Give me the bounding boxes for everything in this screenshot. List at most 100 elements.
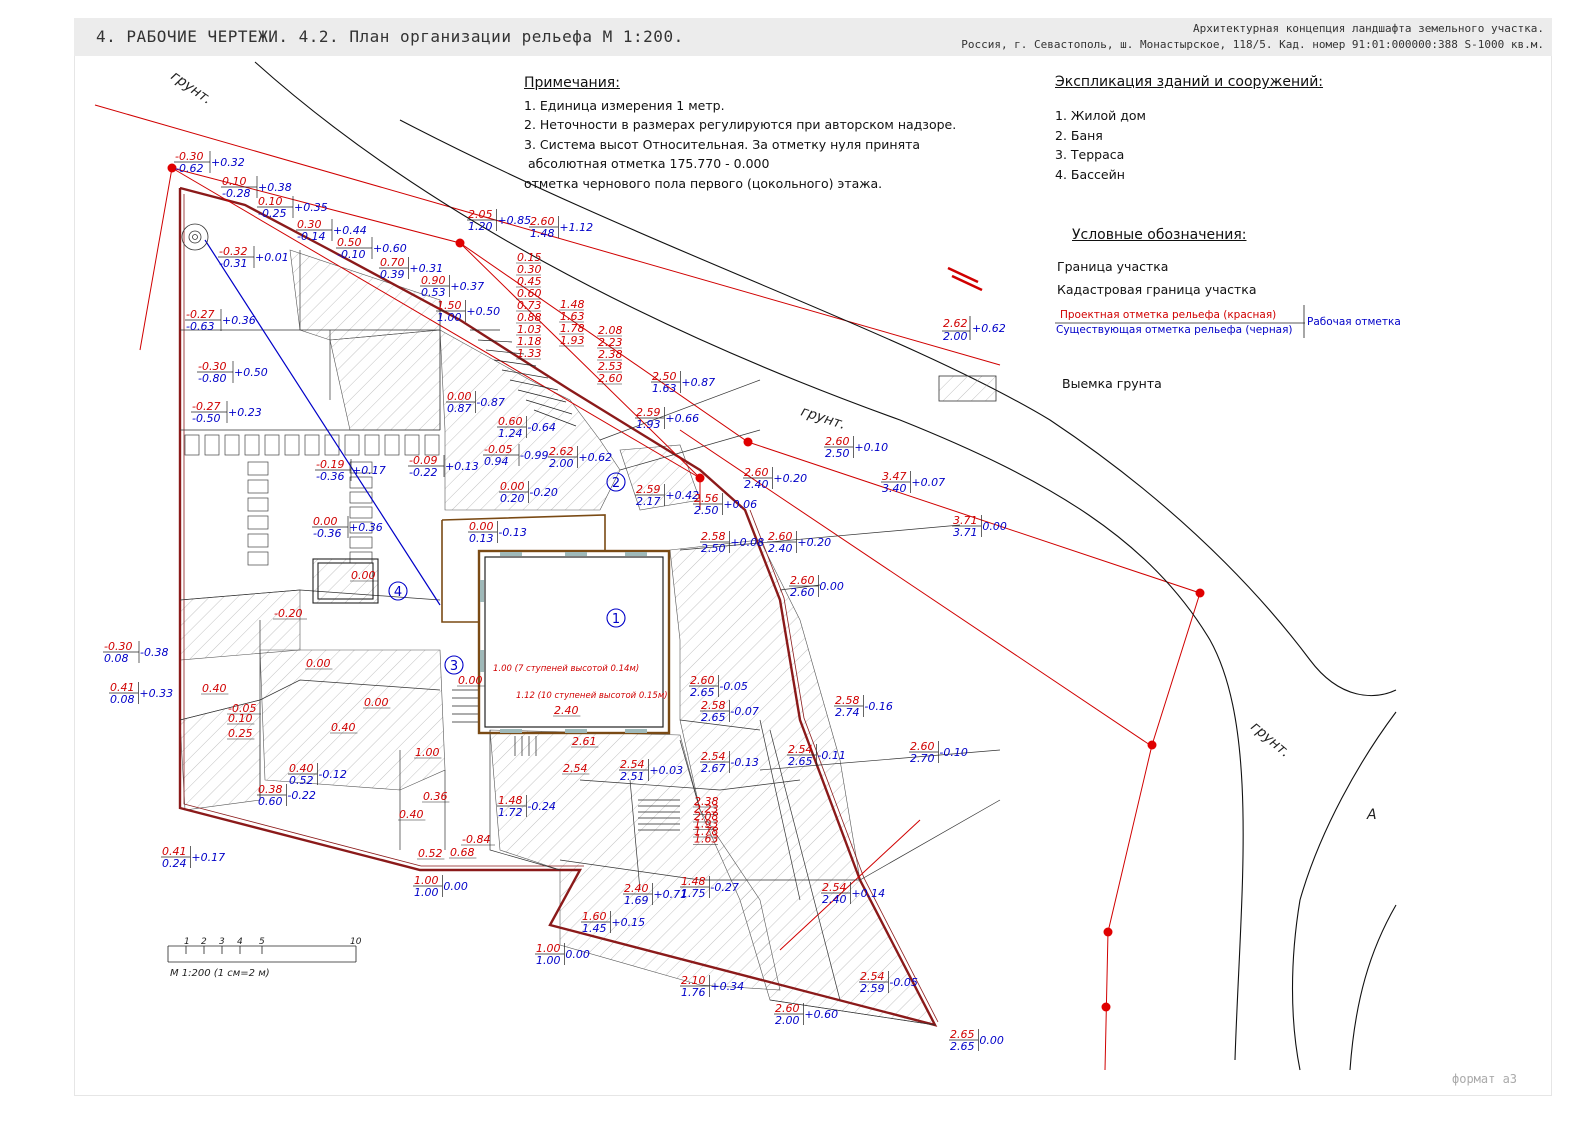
design-elevation: 0.00 xyxy=(447,390,472,403)
elevation-mark: 2.542.65-0.11 xyxy=(787,743,846,768)
elevation-mark: -0.32-0.31+0.01 xyxy=(218,245,289,270)
elevation-mark: 2.401.69+0.71 xyxy=(623,882,687,907)
work-elevation: +0.10 xyxy=(854,441,888,454)
existing-elevation: -0.31 xyxy=(219,257,247,270)
work-elevation: +0.33 xyxy=(139,687,173,700)
stair-elevation: 2.23 xyxy=(694,803,719,816)
existing-elevation: -0.10 xyxy=(337,248,365,261)
paving-tile xyxy=(344,434,360,456)
paving-tile xyxy=(264,434,280,456)
work-elevation: +0.38 xyxy=(258,181,292,194)
site-boundary xyxy=(178,186,939,1027)
design-elevation: -0.30 xyxy=(198,360,226,373)
design-elevation: 0.68 xyxy=(450,846,475,859)
design-elevation: 2.59 xyxy=(636,483,661,496)
work-elevation: +0.50 xyxy=(234,366,268,379)
elevation-mark: -0.300.08-0.38 xyxy=(103,640,168,665)
design-elevation: 1.48 xyxy=(498,794,523,807)
stair-elevation: 0.88 xyxy=(517,311,542,324)
work-elevation: -0.13 xyxy=(498,526,526,539)
scale-bar xyxy=(167,945,357,963)
paving-tile xyxy=(247,497,269,512)
design-elevation: 2.54 xyxy=(860,970,885,983)
work-elevation: -0.22 xyxy=(287,789,315,802)
legend-cadastral-symbol xyxy=(951,274,983,292)
format-label: формат а3 xyxy=(1452,1072,1518,1086)
work-elevation: 0.00 xyxy=(979,1034,1004,1047)
existing-elevation: 1.48 xyxy=(530,227,555,240)
existing-elevation: 0.08 xyxy=(104,652,129,665)
stair-marks: 0.150.300.450.600.730.881.031.181.331.48… xyxy=(516,251,719,846)
work-elevation: -0.13 xyxy=(730,756,758,769)
paving-tile xyxy=(349,506,373,519)
work-elevation: +0.07 xyxy=(911,476,945,489)
paving-tile xyxy=(247,515,269,530)
elevation-mark: 0.000.20-0.20 xyxy=(499,480,558,505)
paving-tiles xyxy=(184,434,440,566)
excavation-zone xyxy=(179,589,301,661)
design-elevation: 0.25 xyxy=(228,727,253,740)
stair-elevation: 0.60 xyxy=(517,287,542,300)
elevation-mark: -0.30-0.80+0.50 xyxy=(197,360,268,385)
design-elevation: -0.27 xyxy=(186,308,214,321)
legend-boundary-label: Граница участка xyxy=(1057,259,1169,274)
explication-block: Экспликация зданий и сооружений: 1. Жило… xyxy=(1055,74,1323,184)
work-elevation: +0.71 xyxy=(653,888,687,901)
explication-item: 3. Терраса xyxy=(1055,147,1125,162)
stair-elevation: 0.30 xyxy=(517,263,542,276)
stair-elevation: 0.15 xyxy=(517,251,542,264)
work-elevation: -0.12 xyxy=(318,768,346,781)
work-elevation: +0.36 xyxy=(349,521,383,534)
legend-excavation-swatch xyxy=(938,375,997,402)
existing-elevation: 2.59 xyxy=(860,982,885,995)
scale-tick: 2 xyxy=(201,937,207,947)
work-elevation: +0.14 xyxy=(851,887,885,900)
elevation-mark: 0.10-0.25+0.35 xyxy=(257,195,328,220)
work-elevation: -0.24 xyxy=(527,800,555,813)
paving-tile xyxy=(247,479,269,494)
work-elevation: -0.99 xyxy=(520,449,548,462)
existing-elevation: 2.67 xyxy=(701,762,726,775)
existing-elevation: 1.24 xyxy=(498,427,523,440)
notes-heading: Примечания: xyxy=(524,75,620,91)
elevation-mark: 1.501.00+0.50 xyxy=(436,299,500,324)
stair-elevation: 1.93 xyxy=(560,334,585,347)
design-elevation: 2.58 xyxy=(835,694,860,707)
work-elevation: +0.44 xyxy=(333,224,367,237)
building-numbers: 1 2 3 4 xyxy=(388,472,626,675)
existing-elevation: 2.60 xyxy=(790,586,815,599)
existing-elevation: 0.24 xyxy=(162,857,187,870)
design-elevation: -0.20 xyxy=(274,607,302,620)
design-elevation: 2.60 xyxy=(910,740,935,753)
paving-tile xyxy=(247,551,269,566)
work-elevation: -0.10 xyxy=(939,746,967,759)
paving-tile xyxy=(364,434,380,456)
cadastral-node xyxy=(743,437,753,447)
work-elevation: -0.05 xyxy=(889,976,917,989)
stair-elevation: 0.45 xyxy=(517,275,542,288)
single-marks: 0.00-0.200.000.400.000.402.402.612.541.0… xyxy=(201,569,599,860)
explication-item: 1. Жилой дом xyxy=(1055,108,1146,123)
work-elevation: -0.38 xyxy=(140,646,168,659)
work-elevation: +0.17 xyxy=(352,464,386,477)
work-elevation: +0.85 xyxy=(497,214,531,227)
existing-elevation: 2.74 xyxy=(835,706,860,719)
design-elevation: 0.38 xyxy=(258,783,283,796)
building-number-terrace: 3 xyxy=(450,659,458,674)
stair-elevation: 1.48 xyxy=(560,298,585,311)
work-elevation: -0.64 xyxy=(527,421,555,434)
cadastral-node xyxy=(1101,1002,1111,1012)
existing-elevation: 2.00 xyxy=(549,457,574,470)
design-elevation: 2.54 xyxy=(822,881,847,894)
work-elevation: +0.31 xyxy=(409,262,443,275)
existing-elevation: 1.75 xyxy=(681,887,706,900)
design-elevation: 0.40 xyxy=(331,721,356,734)
scale-tick: 10 xyxy=(350,937,362,947)
paving-tile xyxy=(384,434,400,456)
existing-elevation: 1.72 xyxy=(498,806,523,819)
work-elevation: -0.87 xyxy=(476,396,504,409)
work-elevation: +0.17 xyxy=(191,851,225,864)
